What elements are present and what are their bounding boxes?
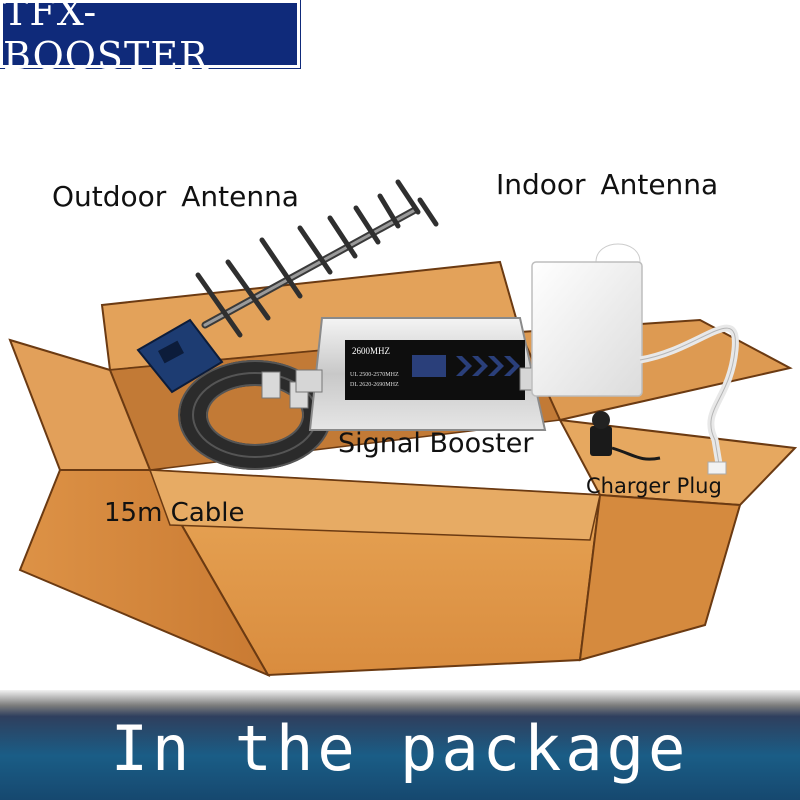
- outdoor-antenna-label: Outdoor Antenna: [52, 180, 299, 213]
- booster-downlink-text: DL 2620-2690MHZ: [350, 382, 399, 388]
- signal-booster-graphic: 2600MHZ UL 2500-2570MHZ DL 2620-2690MHZ: [295, 317, 547, 431]
- indoor-antenna-graphic: [531, 241, 739, 475]
- package-illustration: 2600MHZ UL 2500-2570MHZ DL 2620-2690MHZ: [8, 179, 798, 678]
- product-scene: 2600MHZ UL 2500-2570MHZ DL 2620-2690MHZ: [8, 179, 798, 678]
- charger-plug-graphic: [590, 411, 661, 461]
- footer-title: In the package: [110, 712, 690, 785]
- box-right-side: [578, 493, 742, 662]
- box-front-flap: [148, 469, 601, 541]
- brand-badge: TFX-BOOSTER: [0, 0, 300, 78]
- cable-label: 15m Cable: [104, 498, 245, 528]
- box-left-side: [18, 469, 271, 678]
- outdoor-antenna-graphic: [136, 179, 439, 394]
- signal-booster-label: Signal Booster: [338, 428, 534, 459]
- footer-banner: [0, 690, 800, 800]
- booster-uplink-text: UL 2500-2570MHZ: [350, 372, 399, 378]
- brand-name: TFX-BOOSTER: [3, 0, 209, 78]
- charger-plug-label: Charger Plug: [586, 474, 722, 498]
- indoor-antenna-label: Indoor Antenna: [496, 168, 719, 201]
- booster-model-text: 2600MHZ: [352, 346, 390, 356]
